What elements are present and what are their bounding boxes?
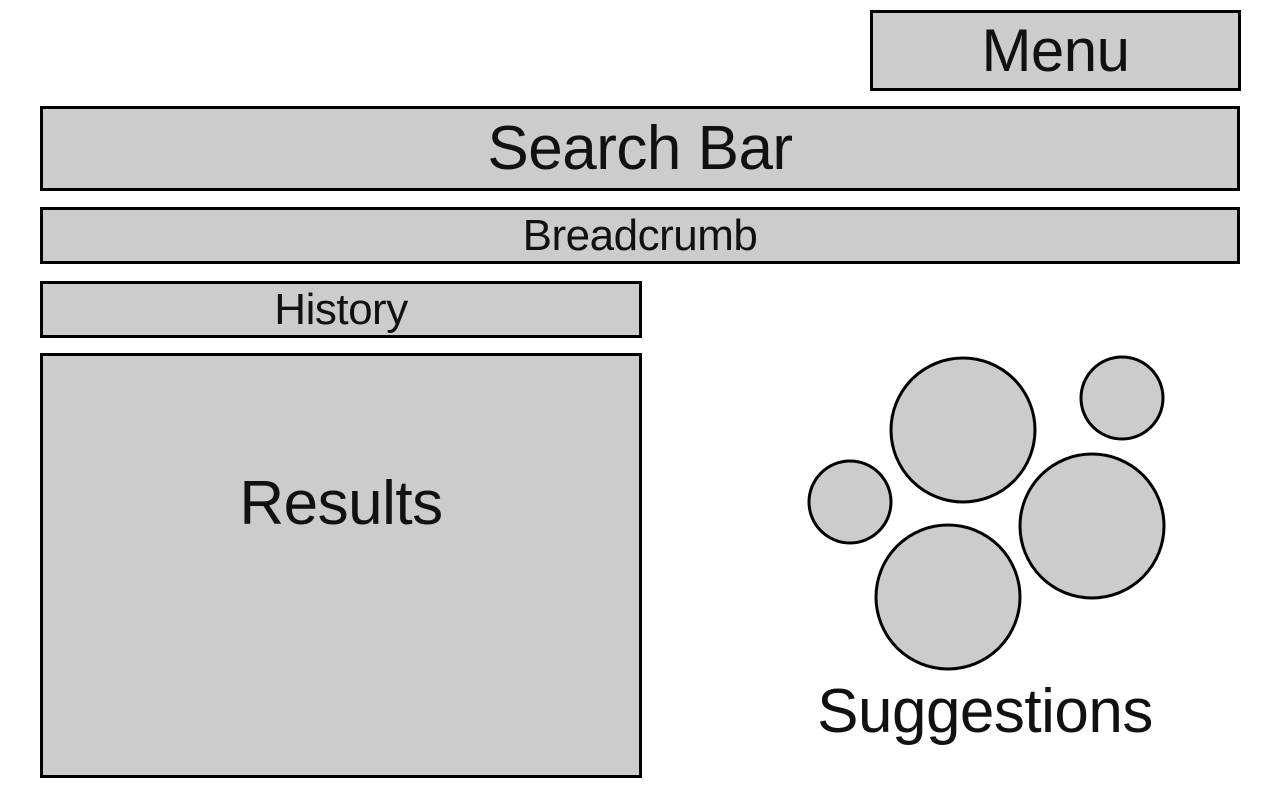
menu-button[interactable]: Menu (870, 10, 1241, 91)
history-label: History (274, 284, 408, 334)
history-panel[interactable]: History (40, 281, 642, 338)
breadcrumb-label: Breadcrumb (522, 210, 758, 260)
suggestion-bubble-4[interactable] (1018, 452, 1166, 600)
suggestions-label: Suggestions (817, 677, 1153, 746)
suggestion-bubble-3[interactable] (807, 459, 893, 545)
suggestion-bubble-5[interactable] (874, 523, 1022, 671)
suggestion-bubble-2[interactable] (1079, 355, 1165, 441)
menu-label: Menu (981, 17, 1130, 84)
results-label: Results (239, 469, 443, 538)
search-bar-label: Search Bar (487, 114, 793, 183)
search-bar[interactable]: Search Bar (40, 106, 1240, 191)
breadcrumb[interactable]: Breadcrumb (40, 207, 1240, 264)
suggestion-bubble-1[interactable] (889, 356, 1037, 504)
results-panel[interactable]: Results (40, 353, 642, 778)
